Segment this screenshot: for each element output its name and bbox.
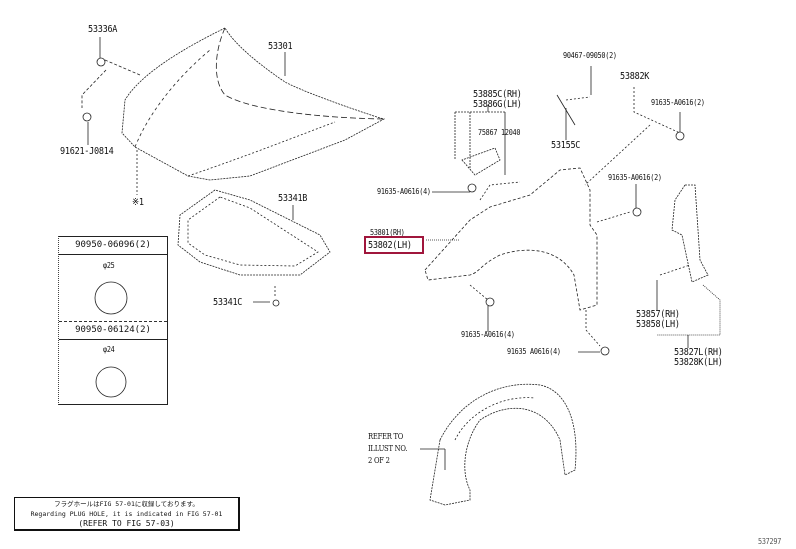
fender-liner-drawing — [420, 383, 577, 506]
hood-drawing — [81, 27, 386, 195]
label-hood-clip: 91621-J0814 — [60, 146, 114, 157]
label-protector: 53882K — [620, 71, 650, 82]
hood-seal-drawing — [177, 189, 331, 307]
label-refer-2: ILLUST NO. — [368, 444, 408, 453]
note-line-2: Regarding PLUG HOLE, it is indicated in … — [30, 510, 223, 518]
label-refer-3: 2 OF 2 — [368, 456, 390, 465]
label-bolt-a-2-mid: 91635-A0616(2) — [608, 173, 662, 182]
label-liner-lh: 53828K(LH) — [674, 357, 723, 368]
plug-1-diameter: φ25 — [103, 261, 115, 270]
plug-1-part: 90950-06096(2) — [59, 237, 167, 255]
label-bolt-a-4-bottom: 91635-A0616(4) — [461, 330, 515, 339]
label-hood-cushion: 53336A — [88, 24, 118, 35]
highlight-box — [364, 236, 424, 254]
figure-id: 537297 — [758, 537, 782, 546]
plug-2-diameter: φ24 — [103, 345, 115, 354]
note-line-1: フラグホールはFIG 57-01に収録しております。 — [54, 500, 199, 508]
plug-hole-box: 90950-06096(2) φ25 90950-06124(2) φ24 — [58, 236, 168, 405]
label-fender-lh[interactable]: 53802(LH) — [368, 240, 412, 251]
label-seal-lh: 53858(LH) — [636, 319, 680, 330]
label-hood: 53301 — [268, 41, 293, 52]
label-star1: ※1 — [132, 197, 144, 208]
fender-drawing — [424, 66, 721, 356]
label-bolt-top: 90467-09050(2) — [563, 51, 617, 60]
label-hood-seal-clip: 53341C — [213, 297, 243, 308]
label-hood-seal: 53341B — [278, 193, 308, 204]
label-bolt-a-2-top: 91635-A0616(2) — [651, 98, 705, 107]
plug-hole-note: フラグホールはFIG 57-01に収録しております。 Regarding PLU… — [14, 497, 240, 531]
label-bolt-a-4-lower: 91635 A0616(4) — [507, 347, 561, 356]
label-bracket-rh: 53885C(RH) — [473, 89, 522, 100]
plug-2-part: 90950-06124(2) — [59, 321, 167, 340]
note-line-3: (REFER TO FIG 57-03) — [78, 519, 175, 528]
label-seal-rh: 53857(RH) — [636, 309, 680, 320]
label-liner-rh: 53827L(RH) — [674, 347, 723, 358]
label-fender-rh: 53801(RH) — [370, 228, 405, 237]
label-bracket-lh: 53886G(LH) — [473, 99, 522, 110]
label-bolt-a-4-left: 91635-A0616(4) — [377, 187, 431, 196]
label-refer-1: REFER TO — [368, 432, 404, 441]
label-seal-plate: 53155C — [551, 140, 581, 151]
label-clip-pair: 75867 12040 — [478, 128, 521, 137]
